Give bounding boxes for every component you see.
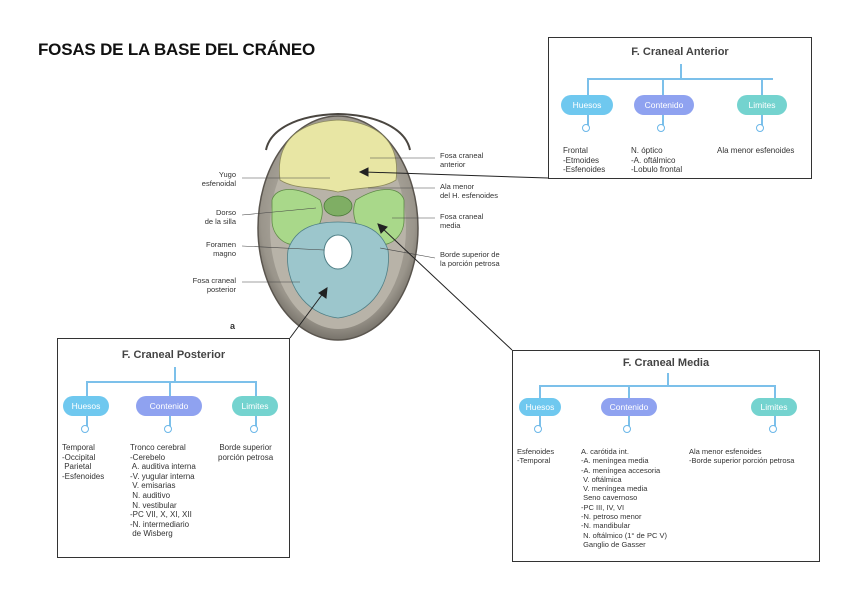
posterior-contenido-pill: Contenido [136,396,202,416]
media-contenido-list: A. carótida int. -A. meníngea media -A. … [581,447,667,549]
media-huesos-pill: Huesos [519,398,561,416]
media-node-huesos [534,425,542,433]
posterior-limites-pill: Limites [232,396,278,416]
posterior-fossa-box: F. Craneal Posterior Huesos Contenido Li… [57,338,290,558]
label-fosa-posterior: Fosa craneal posterior [192,276,236,294]
media-limites-list: Ala menor esfenoides -Borde superior por… [689,447,795,466]
anterior-title: F. Craneal Anterior [631,46,729,58]
posterior-huesos-list: Temporal -Occipital Parietal -Esfenoides [62,443,105,481]
anterior-node-contenido [657,124,665,132]
anterior-contenido-pill: Contenido [634,95,694,115]
page-title: FOSAS DE LA BASE DEL CRÁNEO [38,40,316,59]
posterior-huesos-pill: Huesos [63,396,109,416]
label-fosa-anterior: Fosa craneal anterior [440,151,484,169]
posterior-node-huesos [81,425,89,433]
anterior-huesos-pill: Huesos [561,95,613,115]
posterior-node-limites [250,425,258,433]
media-huesos-list: Esfenoides -Temporal [517,447,555,466]
media-limites-pill: Limites [751,398,797,416]
anterior-contenido-list: N. óptico -A. oftálmico -Lobulo frontal [631,146,683,175]
media-node-contenido [623,425,631,433]
anterior-node-limites [756,124,764,132]
label-borde-superior: Borde superior de la porción petrosa [440,250,500,268]
label-fosa-media: Fosa craneal media [440,212,484,230]
label-foramen: Foramen magno [205,240,236,258]
anterior-huesos-list: Frontal -Etmoides -Esfenoides [563,146,606,175]
label-dorso: Dorso de la silla [204,208,236,226]
media-node-limites [769,425,777,433]
posterior-contenido-list: Tronco cerebral -Cerebelo A. auditiva in… [130,443,196,539]
anterior-limites-list: Ala menor esfenoides [717,146,795,155]
posterior-limites-list: Borde superior porción petrosa [218,443,274,462]
posterior-node-contenido [164,425,172,433]
anterior-fossa-box: F. Craneal Anterior Huesos Contenido Lim… [548,37,812,179]
anterior-node-huesos [582,124,590,132]
media-contenido-pill: Contenido [601,398,657,416]
label-ala-menor: Ala menor del H. esfenoides [440,182,498,200]
media-fossa-box: F. Craneal Media Huesos Contenido Limite… [512,350,820,562]
figure-letter: a [230,321,236,331]
anterior-limites-pill: Limites [737,95,787,115]
label-yugo: Yugo esfenoidal [201,170,236,188]
media-title: F. Craneal Media [622,357,710,369]
posterior-title: F. Craneal Posterior [121,349,226,361]
